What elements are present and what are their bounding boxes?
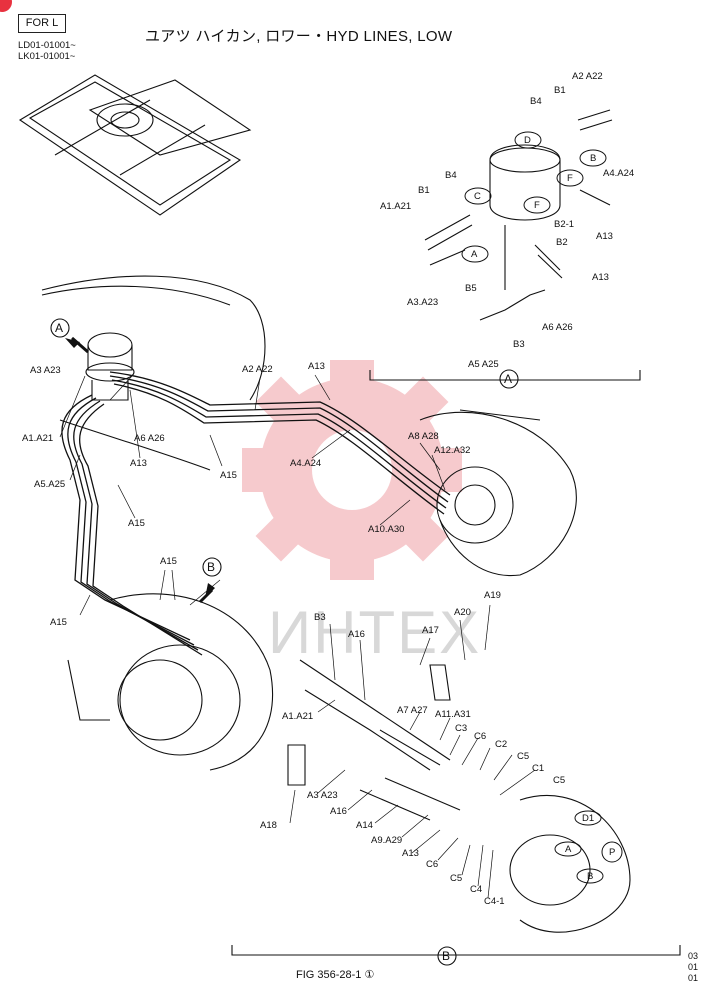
part-label: A19 — [484, 590, 501, 601]
part-label: C5 — [450, 873, 463, 884]
part-label: A7 A27 — [397, 705, 428, 716]
part-label: B2-1 — [554, 219, 575, 230]
part-label: A1.A21 — [282, 711, 314, 722]
part-label: A6 A26 — [542, 322, 573, 333]
port-label-b: B — [590, 153, 597, 164]
port-label-a2: A — [565, 844, 572, 855]
revision-code: 01 — [688, 973, 699, 983]
detail-a-circles — [461, 131, 607, 263]
part-label: A5.A25 — [34, 479, 66, 490]
part-label: A13 — [308, 361, 325, 372]
part-label: B1 — [418, 185, 430, 196]
part-label: A5 A25 — [468, 359, 499, 370]
part-label: A18 — [260, 820, 277, 831]
part-label: C1 — [532, 763, 545, 774]
swivel-joint — [85, 332, 135, 401]
part-label: B1 — [554, 85, 566, 96]
part-label: C4-1 — [484, 896, 505, 907]
part-label: A15 — [50, 617, 67, 628]
detail-b-assembly — [231, 659, 681, 956]
port-label-d: D — [524, 135, 531, 146]
part-label: A9.A29 — [371, 835, 403, 846]
model-range-2: LK01-01001~ — [18, 51, 76, 62]
part-label: A16 — [330, 806, 347, 817]
revision-code: 03 — [688, 951, 699, 961]
detail-b-circles — [554, 810, 623, 884]
variant-box: FOR L — [18, 14, 66, 33]
part-label: A17 — [422, 625, 439, 636]
part-label: B2 — [556, 237, 568, 248]
part-label: C6 — [474, 731, 487, 742]
part-label: A6 A26 — [134, 433, 165, 444]
revision-code: 01 — [688, 962, 699, 972]
view-a-marker: A — [55, 321, 64, 335]
part-label: B4 — [445, 170, 457, 181]
travel-motor-lower — [67, 593, 274, 771]
port-label-f1: F — [534, 200, 540, 211]
part-label: C5 — [553, 775, 566, 786]
watermark-gear-icon — [242, 360, 462, 580]
part-label: B3 — [314, 612, 326, 623]
part-label: A20 — [454, 607, 471, 618]
view-arrows — [65, 336, 215, 604]
port-label-c: C — [474, 191, 481, 202]
part-label: C2 — [495, 739, 508, 750]
corner-marker-icon — [0, 0, 12, 12]
detail-a-marker: A — [504, 372, 513, 386]
undercarriage-thumbnail — [18, 74, 252, 216]
page-title: ユアツ ハイカン, ロワー・HYD LINES, LOW — [145, 28, 453, 45]
detail-b-marker: B — [442, 949, 451, 963]
part-label: A10.A30 — [368, 524, 405, 535]
part-label: A4.A24 — [603, 168, 635, 179]
part-label: A3 A23 — [30, 365, 61, 376]
travel-motor-upper — [419, 409, 577, 577]
track-frame-outline — [41, 275, 266, 471]
port-label-a: A — [471, 249, 478, 260]
part-label: A1.A21 — [22, 433, 54, 444]
part-label: C3 — [455, 723, 468, 734]
part-label: C6 — [426, 859, 439, 870]
part-label: A15 — [220, 470, 237, 481]
part-label: A13 — [130, 458, 147, 469]
port-label-p: P — [609, 847, 616, 858]
watermark-text: ИНТЕХ — [268, 599, 482, 666]
port-label-b2: B — [587, 871, 594, 882]
part-label: A2 A22 — [242, 364, 273, 375]
leader-lines — [59, 374, 536, 899]
model-range-1: LD01-01001~ — [18, 40, 76, 51]
part-label: A12.A32 — [434, 445, 471, 456]
part-label: C5 — [517, 751, 530, 762]
view-markers — [50, 318, 519, 966]
port-label-f2: F — [567, 173, 573, 184]
part-label: A11.A31 — [435, 709, 471, 720]
part-label: A3 A23 — [307, 790, 338, 801]
port-label-d1: D1 — [582, 813, 595, 824]
part-label: A14 — [356, 820, 373, 831]
part-label: A13 — [402, 848, 419, 859]
part-label: B4 — [530, 96, 542, 107]
view-b-marker: B — [207, 560, 216, 574]
part-label: B5 — [465, 283, 477, 294]
part-label: A1.A21 — [380, 201, 412, 212]
part-label: A13 — [596, 231, 613, 242]
part-label: C4 — [470, 884, 483, 895]
detail-a-assembly — [369, 109, 641, 381]
part-label: A16 — [348, 629, 365, 640]
part-label: A2 A22 — [572, 71, 603, 82]
part-label: A8 A28 — [408, 431, 439, 442]
part-label: A15 — [128, 518, 145, 529]
part-label: A4.A24 — [290, 458, 322, 469]
part-label: A3.A23 — [407, 297, 439, 308]
part-label: B3 — [513, 339, 525, 350]
part-label: A15 — [160, 556, 177, 567]
figure-number: FIG 356-28-1 ① — [296, 969, 375, 981]
hose-bundle-upper — [109, 371, 451, 515]
hose-bundle-left — [61, 394, 203, 656]
part-label: A13 — [592, 272, 609, 283]
